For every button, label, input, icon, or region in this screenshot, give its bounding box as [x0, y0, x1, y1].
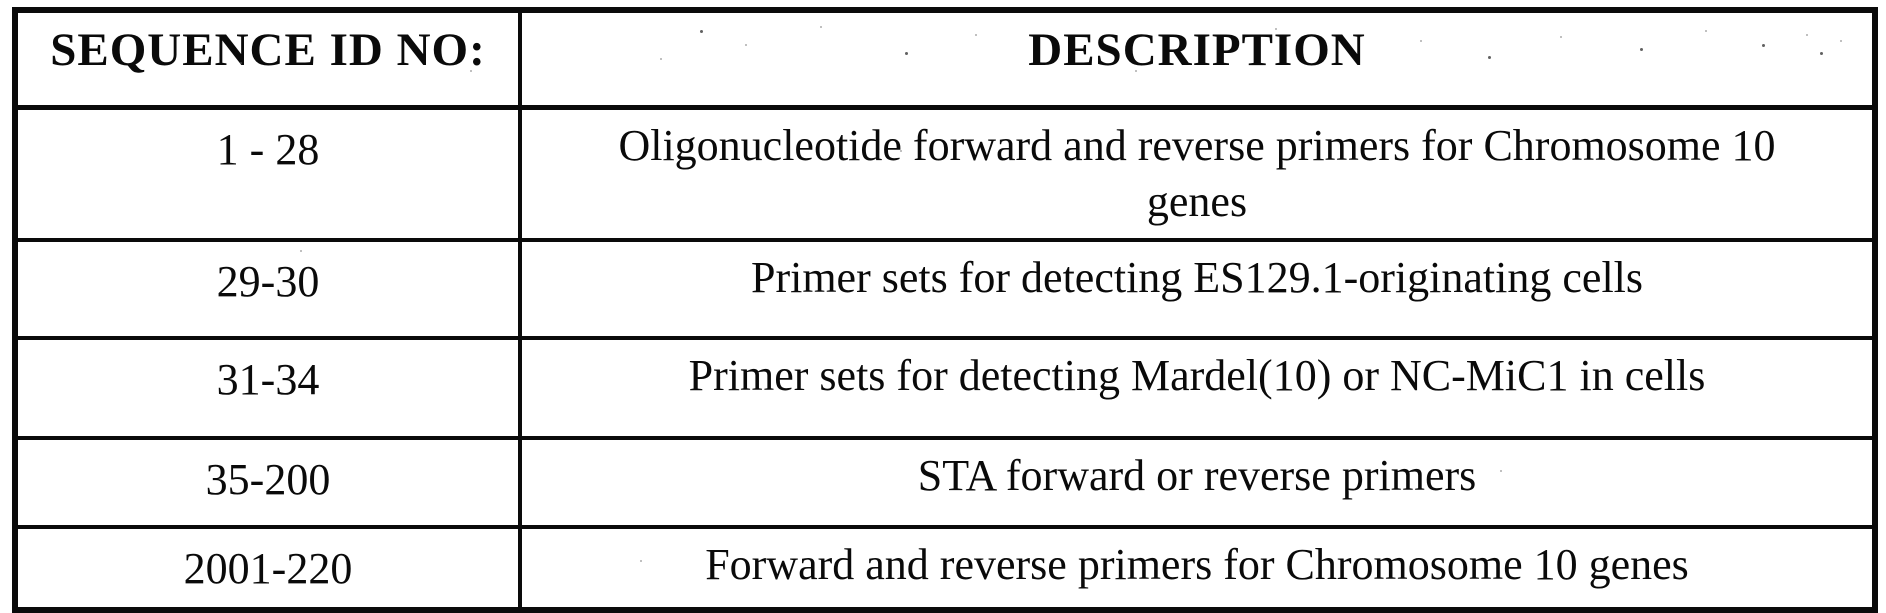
description-text: Oligonucleotide forward and reverse prim…	[618, 121, 1776, 226]
description-text: Forward and reverse primers for Chromoso…	[705, 540, 1689, 589]
description-text: STA forward or reverse primers	[917, 451, 1477, 500]
description-cell: Primer sets for detecting ES129.1-origin…	[518, 238, 1877, 340]
column-header-sequence-id: SEQUENCE ID NO:	[13, 8, 522, 110]
document-page: SEQUENCE ID NO: DESCRIPTION 1 - 28 Oligo…	[12, 7, 1878, 613]
sequence-id-cell: 29-30	[13, 238, 522, 340]
table-row: 35-200 STA forward or reverse primers	[13, 436, 1877, 529]
sequence-id-cell: 31-34	[13, 336, 522, 440]
column-header-description: DESCRIPTION	[518, 8, 1877, 110]
sequence-id-cell: 2001-220	[13, 525, 522, 612]
sequence-id-table: SEQUENCE ID NO: DESCRIPTION 1 - 28 Oligo…	[12, 7, 1878, 613]
sequence-id-cell: 1 - 28	[13, 105, 522, 242]
table-row: 2001-220 Forward and reverse primers for…	[13, 525, 1877, 612]
description-cell: Oligonucleotide forward and reverse prim…	[518, 105, 1877, 242]
description-cell: Forward and reverse primers for Chromoso…	[518, 525, 1877, 612]
description-text: Primer sets for detecting ES129.1-origin…	[750, 253, 1644, 302]
table-row: 31-34 Primer sets for detecting Mardel(1…	[13, 336, 1877, 440]
table-header-row: SEQUENCE ID NO: DESCRIPTION	[13, 8, 1877, 110]
sequence-id-cell: 35-200	[13, 436, 522, 529]
description-cell: STA forward or reverse primers	[518, 436, 1877, 529]
description-text: Primer sets for detecting Mardel(10) or …	[688, 351, 1706, 400]
table-row: 29-30 Primer sets for detecting ES129.1-…	[13, 238, 1877, 340]
description-cell: Primer sets for detecting Mardel(10) or …	[518, 336, 1877, 440]
table-row: 1 - 28 Oligonucleotide forward and rever…	[13, 105, 1877, 242]
